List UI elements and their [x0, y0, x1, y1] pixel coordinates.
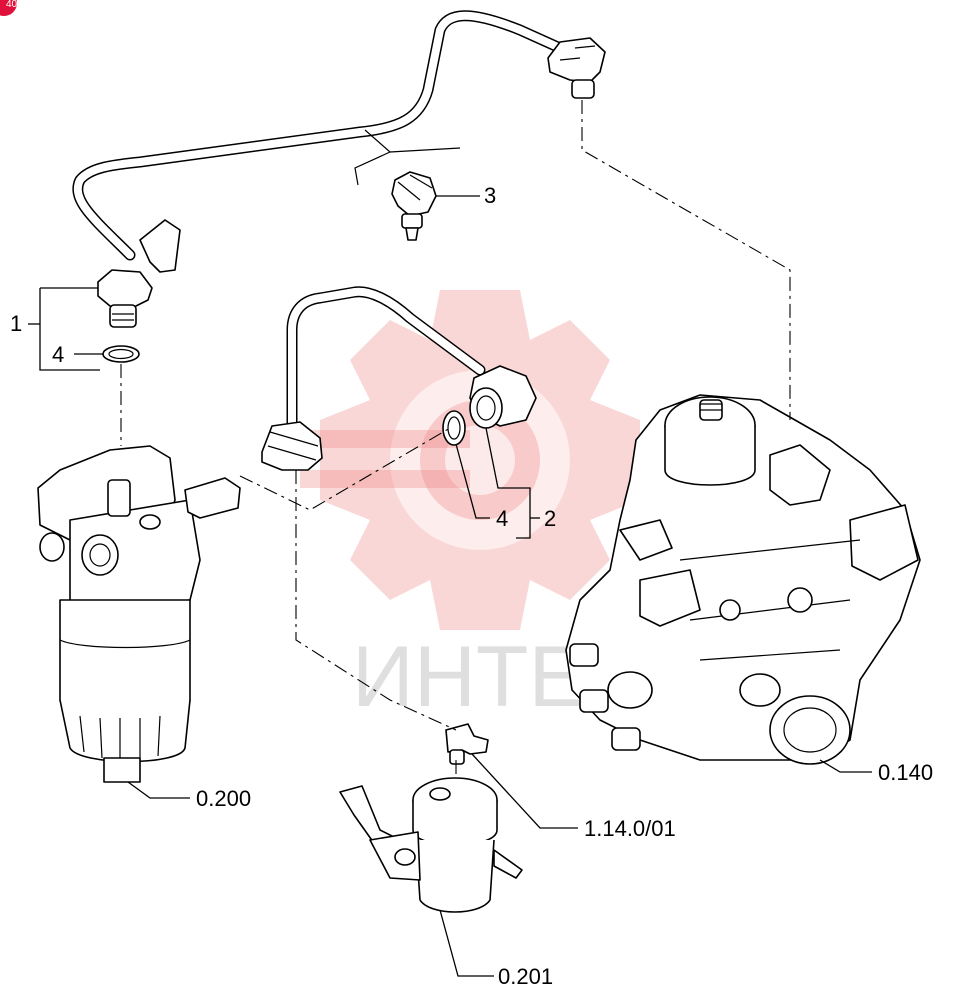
callout-ref-filter: 0.200 [196, 786, 251, 811]
callout-part-1: 1 [10, 311, 22, 336]
part-1-banjo-fitting [97, 269, 153, 328]
elbow-fitting [445, 723, 489, 765]
upper-fuel-pipe [72, 10, 566, 273]
part-2-fuel-pipe [261, 286, 537, 471]
fuel-filter-assembly [37, 445, 241, 783]
o-ring-lower [442, 410, 466, 446]
callout-part-4-upper: 4 [52, 342, 64, 367]
callout-ref-pump: 0.140 [878, 760, 933, 785]
lift-pump [339, 777, 523, 913]
leader-lines [28, 195, 872, 977]
callout-part-3: 3 [484, 183, 496, 208]
part-3-pipe-clip [391, 171, 437, 241]
injection-pump [565, 394, 921, 765]
o-ring-upper-inner [108, 348, 134, 360]
callout-part-2: 2 [544, 506, 556, 531]
callout-ref-elbow: 1.14.0/01 [584, 816, 676, 841]
callout-ref-lift-pump: 0.201 [498, 964, 553, 989]
corner-badge: 40 [0, 0, 18, 16]
o-ring-lower-inner [447, 416, 461, 440]
upper-banjo-fitting [547, 37, 606, 99]
corner-badge-text: 40 [6, 0, 18, 10]
center-lines [120, 100, 791, 778]
callout-part-4-lower: 4 [496, 506, 508, 531]
